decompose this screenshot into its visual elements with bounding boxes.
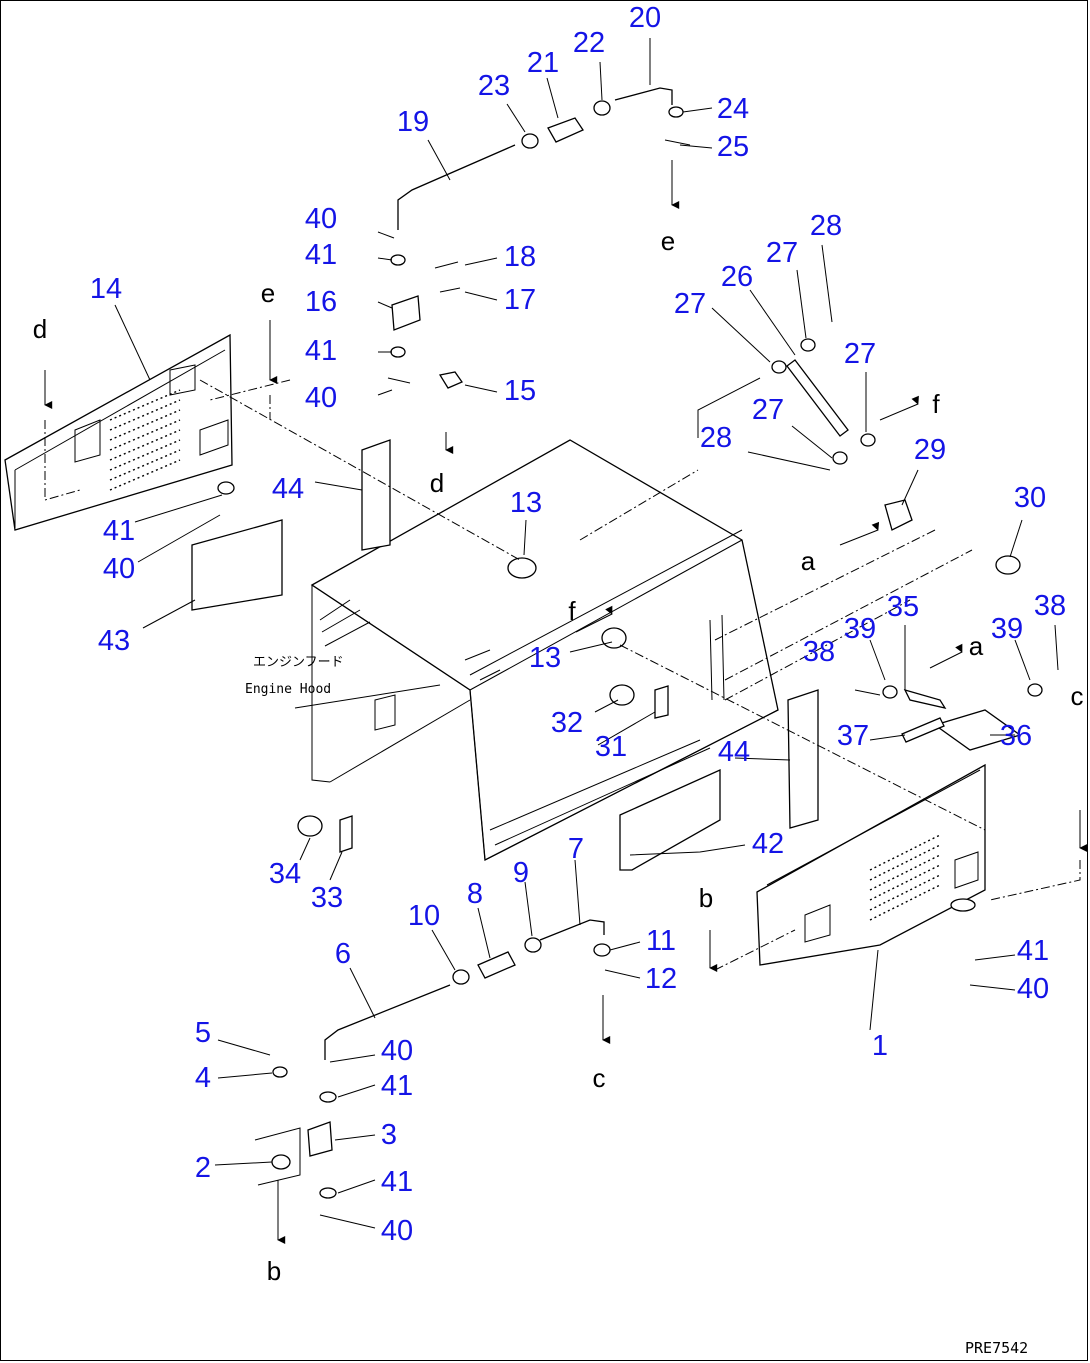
part-label-7: 7	[568, 833, 584, 865]
part-label-40-d: 40	[1017, 973, 1049, 1005]
part-label-8: 8	[467, 878, 483, 910]
ref-label-b-bottom: b	[267, 1256, 281, 1286]
brackets	[339, 499, 1022, 853]
drawing-code: PRE7542	[965, 1339, 1028, 1357]
left-side-door	[4, 333, 233, 531]
direction-arrows	[44, 160, 1088, 1244]
ref-label-c-right: c	[1071, 681, 1084, 711]
part-label-13-upper: 13	[510, 487, 542, 519]
part-label-44-left: 44	[272, 473, 304, 505]
part-label-27-b: 27	[674, 288, 706, 320]
ref-label-e-left: e	[261, 278, 275, 308]
part-label-27-a: 27	[766, 237, 798, 269]
part-label-38-right: 38	[1034, 590, 1066, 622]
part-label-41-e: 41	[381, 1070, 413, 1102]
part-label-40-a: 40	[305, 203, 337, 235]
part-label-33: 33	[311, 882, 343, 914]
part-label-13-lower: 13	[529, 642, 561, 674]
part-label-35: 35	[887, 591, 919, 623]
ref-label-d-center: d	[430, 468, 444, 498]
part-label-22: 22	[573, 27, 605, 59]
ref-label-e-upper: e	[661, 226, 675, 256]
reference-letter-labels: a a b b c c d d e e f f	[33, 226, 1084, 1286]
connection-lines	[44, 379, 1081, 971]
ref-label-f-center: f	[568, 596, 576, 626]
engine-hood-label-jp: エンジンフード	[253, 655, 344, 670]
right-side-door	[756, 763, 986, 966]
part-label-4: 4	[195, 1062, 211, 1094]
part-label-14: 14	[90, 273, 122, 305]
part-label-41-b: 41	[305, 335, 337, 367]
part-label-11: 11	[646, 925, 676, 957]
part-label-6: 6	[335, 938, 351, 970]
part-label-40-c: 40	[103, 553, 135, 585]
part-label-36: 36	[1000, 720, 1032, 752]
part-label-30: 30	[1014, 482, 1046, 514]
ref-label-f-right: f	[932, 389, 940, 419]
part-label-27-c: 27	[844, 338, 876, 370]
part-label-41-f: 41	[381, 1166, 413, 1198]
leader-lines	[114, 38, 1059, 1229]
part-label-41-c: 41	[103, 515, 135, 547]
part-label-15: 15	[504, 375, 536, 407]
plates	[191, 439, 819, 871]
part-label-10: 10	[408, 900, 440, 932]
ref-label-a-lower: a	[969, 631, 984, 661]
part-label-17: 17	[504, 284, 536, 316]
part-label-12: 12	[645, 963, 677, 995]
lower-lock-assembly	[254, 919, 611, 1199]
part-label-32: 32	[551, 707, 583, 739]
part-label-5: 5	[195, 1017, 211, 1049]
part-label-34: 34	[269, 858, 301, 890]
ref-label-d-left: d	[33, 314, 47, 344]
part-label-31: 31	[595, 731, 627, 763]
part-label-26: 26	[721, 261, 753, 293]
engine-hood	[310, 439, 779, 862]
part-label-42: 42	[752, 828, 784, 860]
part-label-43: 43	[98, 625, 130, 657]
part-label-38-left: 38	[803, 636, 835, 668]
part-label-44-right: 44	[718, 736, 750, 768]
ref-label-b-right: b	[699, 883, 713, 913]
part-label-23: 23	[478, 70, 510, 102]
part-label-39-left: 39	[844, 613, 876, 645]
upper-lock-assembly	[387, 87, 691, 389]
part-label-3: 3	[381, 1119, 397, 1151]
part-label-39-right: 39	[991, 613, 1023, 645]
fasteners	[217, 481, 1043, 837]
part-label-16: 16	[305, 286, 337, 318]
ref-label-a-upper: a	[801, 546, 816, 576]
part-label-41-a: 41	[305, 239, 337, 271]
part-label-40-f: 40	[381, 1215, 413, 1247]
part-label-9: 9	[513, 857, 529, 889]
part-label-40-e: 40	[381, 1035, 413, 1067]
part-label-29: 29	[914, 434, 946, 466]
part-label-2: 2	[195, 1152, 211, 1184]
ref-label-c-bottom: c	[593, 1063, 606, 1093]
part-label-37: 37	[837, 720, 869, 752]
part-label-21: 21	[527, 47, 559, 79]
part-label-28-lower: 28	[700, 422, 732, 454]
part-label-20: 20	[629, 2, 661, 34]
part-label-28-upper: 28	[810, 210, 842, 242]
part-label-1: 1	[872, 1030, 888, 1062]
part-label-24: 24	[717, 93, 749, 125]
part-label-40-b: 40	[305, 382, 337, 414]
engine-hood-label-en: Engine Hood	[245, 682, 331, 697]
part-number-labels: 1 2 3 4 5 6 7 8 9 10 11 12 13 13 14 15 1…	[90, 2, 1066, 1247]
part-label-25: 25	[717, 131, 749, 163]
part-label-18: 18	[504, 241, 536, 273]
part-label-27-d: 27	[752, 394, 784, 426]
gas-spring	[771, 338, 876, 465]
part-label-19: 19	[397, 106, 429, 138]
part-label-41-d: 41	[1017, 935, 1049, 967]
